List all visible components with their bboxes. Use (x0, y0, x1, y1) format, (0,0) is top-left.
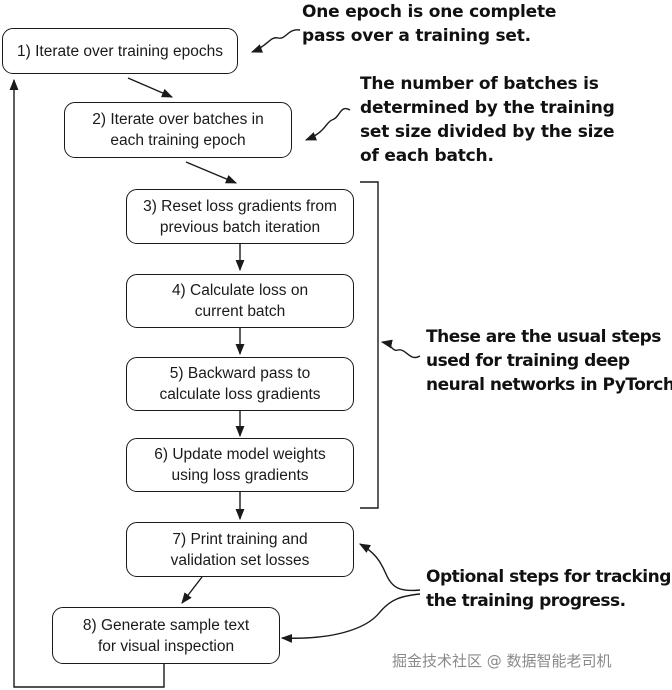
arrow-step1-to-step2 (127, 77, 174, 98)
optional-steps-annotation-line-2: the training progress. (426, 591, 626, 611)
step-3-box: 3) Reset loss gradients from previous ba… (126, 189, 354, 244)
step-8-box: 8) Generate sample text for visual inspe… (52, 607, 280, 664)
step-1-box: 1) Iterate over training epochs (2, 28, 238, 74)
arrow-step2-to-step3 (185, 161, 238, 184)
step-7-text-line-1: 7) Print training and (172, 530, 308, 548)
usual-steps-annotation: These are the usual steps used for train… (426, 325, 672, 397)
step-6-text-line-2: using loss gradients (171, 467, 309, 484)
step-1-text: 1) Iterate over training epochs (17, 42, 223, 60)
batches-annotation-line-3: set size divided by the size (360, 122, 615, 142)
step-5-text-line-1: 5) Backward pass to (169, 365, 311, 382)
step-2-text-line-2: each training epoch (110, 132, 246, 149)
step-7-text-line-2: validation set losses (170, 551, 310, 569)
step-2-box: 2) Iterate over batches in each training… (64, 102, 292, 158)
step-2-text-line-1: 2) Iterate over batches in (92, 111, 264, 128)
step-4-text-line-2: current batch (194, 303, 286, 320)
step-6-text-line-1: 6) Update model weights (154, 446, 326, 463)
epoch-annotation-line-1: One epoch is one complete (302, 2, 557, 22)
usual-steps-annotation-line-1: These are the usual steps (426, 327, 661, 347)
step-4-text-line-1: 4) Calculate loss on (171, 282, 309, 299)
optional-note-pointer-lower (280, 593, 421, 643)
step-8-text-line-1: 8) Generate sample text (82, 616, 250, 634)
optional-steps-annotation-line-1: Optional steps for tracking (426, 567, 671, 587)
optional-note-pointer-upper (359, 543, 421, 592)
epoch-note-pointer (250, 29, 301, 53)
batches-note-pointer (304, 107, 351, 141)
step-4-box: 4) Calculate loss on current batch (126, 274, 354, 328)
usual-steps-bracket (360, 181, 379, 509)
arrow-step7-to-step8 (181, 576, 203, 604)
step-8-text-line-2: for visual inspection (97, 637, 235, 655)
epoch-annotation: One epoch is one complete pass over a tr… (302, 0, 556, 48)
usual-steps-note-pointer (380, 339, 421, 359)
step-5-box: 5) Backward pass to calculate loss gradi… (126, 357, 354, 411)
epoch-annotation-line-2: pass over a training set. (302, 26, 531, 46)
step-5-text-line-2: calculate loss gradients (159, 386, 321, 403)
step-3-text-line-2: previous batch iteration (159, 218, 321, 236)
batches-annotation: The number of batches is determined by t… (360, 72, 615, 168)
batches-annotation-line-1: The number of batches is (360, 74, 599, 94)
usual-steps-annotation-line-3: neural networks in PyTorch. (426, 375, 672, 395)
step-3-text-line-1: 3) Reset loss gradients from (143, 197, 337, 215)
batches-annotation-line-2: determined by the training (360, 98, 615, 118)
loop-back-arrow (9, 78, 165, 688)
batches-annotation-line-4: of each batch. (360, 146, 494, 166)
step-7-box: 7) Print training and validation set los… (126, 522, 354, 577)
optional-steps-annotation: Optional steps for tracking the training… (426, 565, 671, 613)
watermark: 掘金技术社区 @ 数据智能老司机 (392, 652, 612, 670)
usual-steps-annotation-line-2: used for training deep (426, 351, 630, 371)
step-6-box: 6) Update model weights using loss gradi… (126, 438, 354, 492)
